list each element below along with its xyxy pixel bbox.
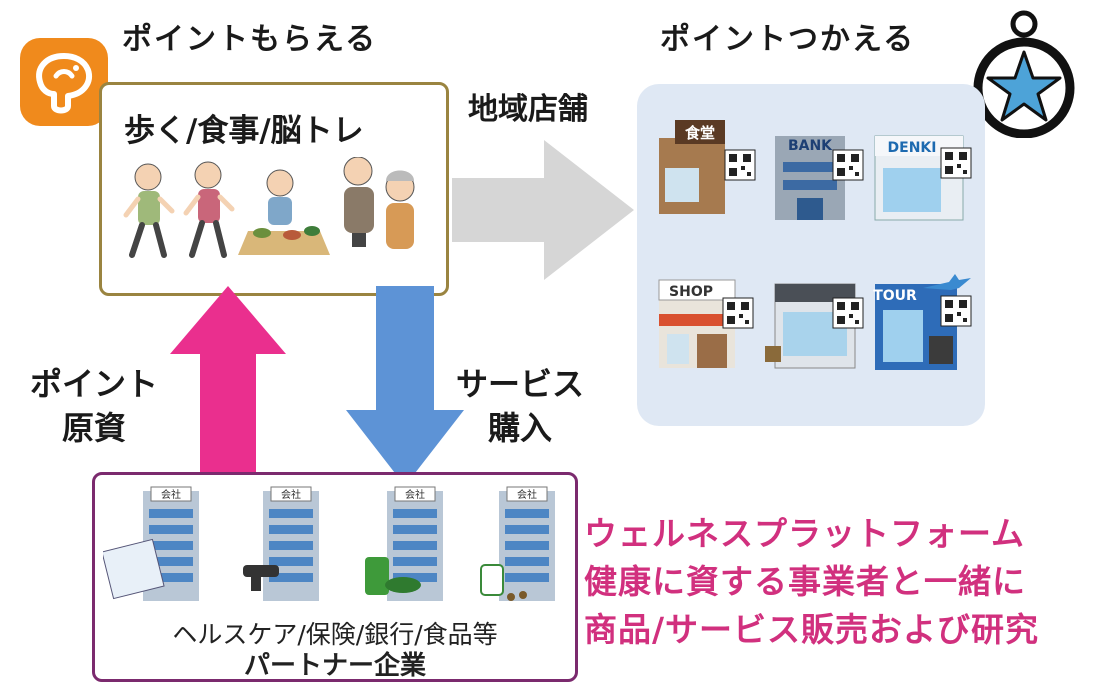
stores-panel: 食堂 BANK DENKI SHOP <box>637 84 985 426</box>
office-building-icon: 会社 <box>480 486 555 601</box>
office-building-icon: 会社 <box>103 486 199 601</box>
qr-code-icon <box>722 297 754 329</box>
elderly-person-icon <box>123 163 175 258</box>
qr-code-icon <box>940 295 972 327</box>
shop-sign-denki: DENKI <box>888 140 937 156</box>
point-fund-label-line1: ポイント <box>29 365 158 403</box>
elderly-person-icon <box>343 157 374 247</box>
blue-arrow-service-purchase <box>346 286 464 486</box>
earn-points-title: ポイントもらえる <box>122 22 378 57</box>
shop-shop: SHOP <box>658 279 736 368</box>
platform-line1: ウェルネスプラットフォーム <box>584 514 1026 553</box>
brain-app-icon <box>18 36 110 128</box>
service-purchase-label: サービス 購入 <box>440 362 600 450</box>
shop-sign-shokudo: 食堂 <box>685 124 715 142</box>
platform-line2: 健康に資する事業者と一緒に <box>584 562 1026 601</box>
qr-code-icon <box>832 297 864 329</box>
gray-arrow-to-stores <box>452 140 634 280</box>
activity-label: 歩く/食事/脳トレ <box>124 113 364 149</box>
point-fund-label: ポイント 原資 <box>14 362 174 450</box>
shop-sign-shop: SHOP <box>669 284 713 300</box>
service-purchase-label-line1: サービス <box>455 365 584 403</box>
qr-code-icon <box>940 147 972 179</box>
partner-companies-box: 会社 会社 会社 <box>92 472 578 682</box>
compass-star-icon <box>972 8 1084 139</box>
shop-sign-bank: BANK <box>788 138 833 154</box>
service-purchase-label-line2: 購入 <box>487 409 552 447</box>
shop-sign-tour: TOUR <box>873 288 917 304</box>
platform-line3: 商品/サービス販売および研究 <box>584 610 1040 649</box>
elderly-person-icon <box>183 161 235 258</box>
shop-shokudo: 食堂 <box>659 120 725 214</box>
partner-title: パートナー企業 <box>243 651 426 681</box>
elderly-person-icon <box>385 170 415 249</box>
platform-description: ウェルネスプラットフォーム 健康に資する事業者と一緒に 商品/サービス販売および… <box>584 510 1094 654</box>
partner-buildings: 会社 会社 会社 <box>103 486 555 601</box>
activity-box: 歩く/食事/脳トレ <box>99 82 449 296</box>
local-stores-label: 地域店舗 <box>468 92 588 127</box>
office-building-icon: 会社 <box>365 486 443 601</box>
building-sign: 会社 <box>161 488 181 501</box>
qr-code-icon <box>724 149 756 181</box>
meal-illustration <box>238 169 330 255</box>
building-sign: 会社 <box>405 488 425 501</box>
building-sign: 会社 <box>517 488 537 501</box>
elderly-people-illustration <box>123 157 415 258</box>
building-sign: 会社 <box>281 488 301 501</box>
point-fund-label-line2: 原資 <box>61 409 126 447</box>
qr-code-icon <box>832 149 864 181</box>
partner-categories: ヘルスケア/保険/銀行/食品等 <box>172 620 498 649</box>
office-building-icon: 会社 <box>243 486 319 601</box>
use-points-title: ポイントつかえる <box>660 22 916 57</box>
pink-arrow-point-fund <box>170 286 286 486</box>
